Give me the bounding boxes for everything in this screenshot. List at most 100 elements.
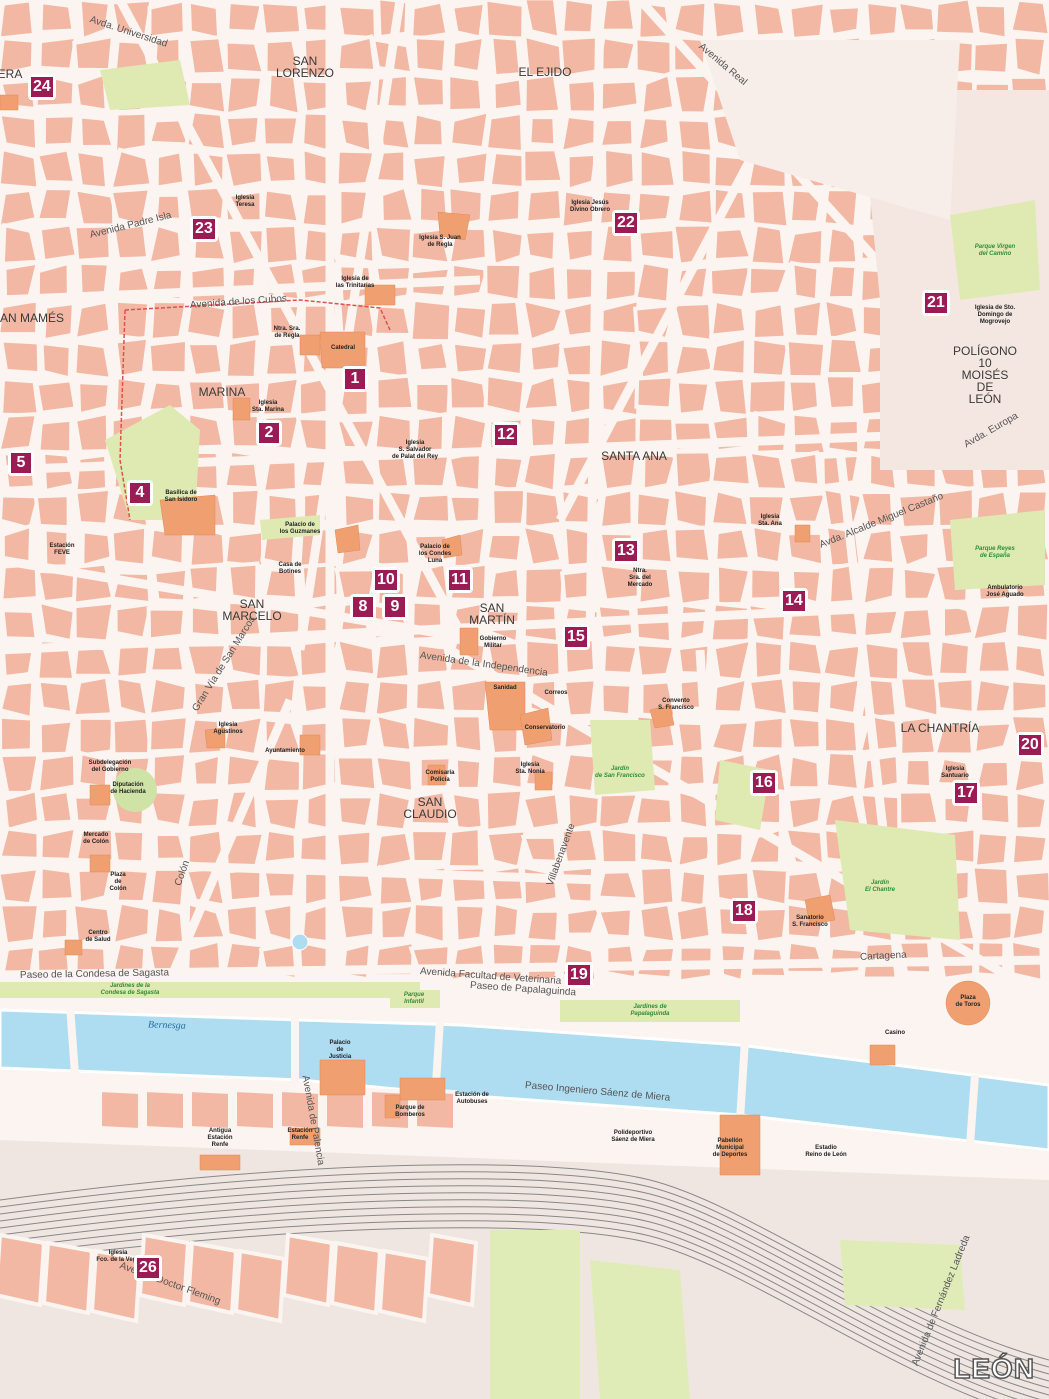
poi-gobierno-militar[interactable]: Gobierno Militar: [479, 636, 507, 649]
poi-ambulatorio-jose-aguado[interactable]: Ambulatorio José Aguado: [986, 585, 1024, 598]
city-block: [784, 714, 823, 751]
poi-iglesia-sta-marina[interactable]: Iglesia Sta. Marina: [251, 400, 285, 413]
city-block: [258, 0, 304, 37]
poi-iglesia-teresa[interactable]: Iglesia Teresa: [235, 195, 255, 208]
poi-plaza-colon: Plaza de Colón: [109, 872, 127, 892]
poi-diputacion-hacienda[interactable]: Diputación de Hacienda: [110, 782, 146, 795]
poi-ayuntamiento[interactable]: Ayuntamiento: [265, 748, 305, 754]
poi-polideportivo[interactable]: Polideportivo Sáenz de Miera: [611, 1130, 655, 1143]
city-block: [520, 834, 560, 864]
marker-12[interactable]: 12: [492, 422, 520, 448]
city-block: [634, 115, 672, 155]
poi-sanatorio-s-francisco[interactable]: Sanatorio S. Francisco: [792, 915, 828, 928]
city-block: [595, 791, 641, 833]
marker-18[interactable]: 18: [730, 898, 758, 924]
marker-24[interactable]: 24: [28, 74, 56, 100]
poi-parque-bomberos[interactable]: Parque de Bomberos: [395, 1105, 425, 1118]
poi-mercado-colon[interactable]: Mercado de Colón: [83, 832, 109, 845]
marker-14[interactable]: 14: [780, 588, 808, 614]
marker-2[interactable]: 2: [256, 420, 282, 446]
poi-iglesia-santuario[interactable]: Iglesia Santuario: [941, 766, 969, 779]
poi-correos[interactable]: Correos: [544, 690, 568, 696]
poi-iglesia-s-juan-regla[interactable]: Iglesia S. Juan de Regla: [419, 235, 461, 248]
poi-basilica-san-isidoro[interactable]: Basílica de San Isidoro: [164, 490, 198, 503]
city-block: [565, 151, 599, 193]
poi-casa-botines[interactable]: Casa de Botines: [278, 562, 302, 575]
marker-11[interactable]: 11: [446, 567, 473, 593]
marker-9[interactable]: 9: [382, 594, 408, 620]
marker-5[interactable]: 5: [8, 450, 34, 476]
marker-21[interactable]: 21: [922, 290, 950, 316]
marker-26[interactable]: 26: [134, 1255, 162, 1281]
city-block: [903, 757, 934, 790]
poi-iglesia-sta-nonia[interactable]: Iglesia Sta. Nonia: [515, 762, 545, 775]
city-block: [72, 186, 117, 228]
marker-13[interactable]: 13: [612, 538, 640, 564]
marker-8[interactable]: 8: [350, 594, 376, 620]
park-virgen-del-camino: [950, 200, 1040, 300]
poi-estacion-renfe[interactable]: Estación Renfe: [287, 1128, 313, 1141]
poi-antigua-estacion-renfe[interactable]: Antigua Estación Renfe: [207, 1128, 233, 1148]
city-block: [341, 491, 378, 531]
district-santa-ana: SANTA ANA: [601, 449, 667, 463]
marker-4[interactable]: 4: [127, 480, 153, 506]
poi-comisaria-policia[interactable]: Comisaría Policía: [425, 770, 455, 783]
city-block: [710, 375, 751, 419]
marker-20[interactable]: 20: [1016, 732, 1044, 758]
city-block: [151, 904, 187, 946]
city-block: [825, 262, 859, 301]
city-block: [676, 602, 710, 644]
poi-centro-salud[interactable]: Centro de Salud: [85, 930, 111, 943]
poi-convento-s-francisco[interactable]: Convento S. Francisco: [658, 698, 694, 711]
poi-iglesia-s-salvador[interactable]: Iglesia S. Salvador de Palat del Rey: [391, 440, 439, 460]
city-block: [935, 638, 973, 678]
marker-23[interactable]: 23: [190, 216, 218, 242]
poi-conservatorio[interactable]: Conservatorio: [524, 725, 566, 731]
poi-catedral[interactable]: Catedral: [330, 345, 356, 351]
city-block: [335, 794, 376, 830]
city-block: [483, 110, 526, 155]
poi-palacio-justicia[interactable]: Palacio de Justicia: [328, 1040, 352, 1060]
marker-16[interactable]: 16: [750, 770, 778, 796]
city-block: [145, 379, 187, 414]
city-block: [595, 906, 635, 940]
city-block: [229, 486, 263, 530]
poi-iglesia-trinitarias[interactable]: Iglesia de las Trinitarias: [335, 276, 375, 289]
poi-plaza-toros[interactable]: Plaza de Toros: [955, 995, 981, 1008]
avenue: [0, 275, 481, 305]
city-block: [821, 296, 861, 343]
poi-estacion-autobuses[interactable]: Estación de Autobuses: [455, 1092, 489, 1105]
marker-22[interactable]: 22: [612, 210, 640, 236]
city-block: [450, 34, 487, 75]
poi-iglesia-sto-domingo[interactable]: Iglesia de Sto. Domingo de Mogrovejo: [974, 305, 1016, 325]
poi-palacio-condes-luna[interactable]: Palacio de los Condes Luna: [418, 544, 452, 564]
city-block: [148, 298, 190, 343]
poi-estacion-feve[interactable]: Estación FEVE: [49, 543, 75, 556]
railway-track: [0, 1220, 999, 1399]
marker-10[interactable]: 10: [372, 567, 400, 593]
city-block: [1009, 831, 1049, 867]
poi-casino[interactable]: Casino: [884, 1030, 906, 1036]
city-block: [522, 565, 567, 607]
city-block: [262, 222, 301, 267]
poi-palacio-guzmanes[interactable]: Palacio de los Guzmanes: [279, 522, 321, 535]
poi-iglesia-sta-ana[interactable]: Iglesia Sta. Ana: [758, 514, 782, 527]
marker-1[interactable]: 1: [342, 366, 368, 392]
city-block: [483, 186, 523, 226]
poi-pabellon-deportes[interactable]: Pabellón Municipal de Deportes: [712, 1138, 748, 1158]
marker-17[interactable]: 17: [952, 780, 980, 806]
marker-19[interactable]: 19: [565, 962, 593, 988]
poi-iglesia-fco-vega[interactable]: Iglesia Fco. de la Vega: [96, 1250, 140, 1263]
poi-estadio-reino-leon[interactable]: Estadio Reino de León: [805, 1145, 847, 1158]
poi-iglesia-agustinos[interactable]: Iglesia Agustinos: [213, 722, 243, 735]
poi-sanidad[interactable]: Sanidad: [493, 685, 517, 691]
poi-ntra-sra-regla[interactable]: Ntra. Sra. de Regla: [273, 326, 301, 339]
city-block: [34, 378, 78, 415]
city-block: [598, 825, 640, 866]
city-block: [185, 78, 229, 117]
poi-iglesia-jesus-divino[interactable]: Iglesia Jesús Divino Obrero: [569, 200, 611, 213]
poi-subdelegacion[interactable]: Subdelegación del Gobierno: [88, 760, 132, 773]
marker-15[interactable]: 15: [562, 624, 590, 650]
poi-ntra-sra-mercado[interactable]: Ntra. Sra. del Mercado: [627, 568, 653, 588]
